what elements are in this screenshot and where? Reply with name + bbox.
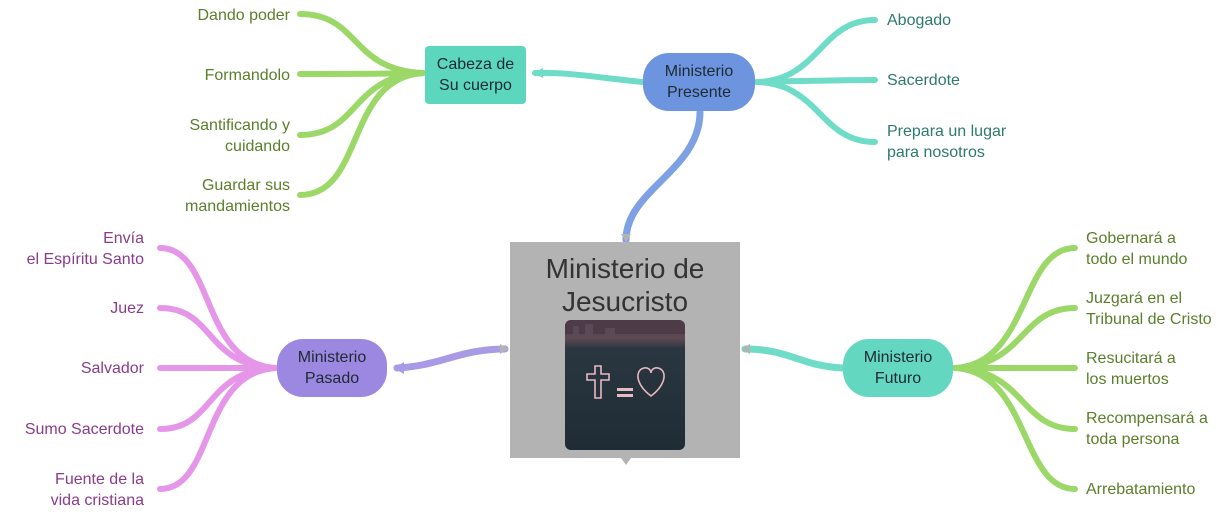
leaf-envia-espiritu[interactable]: Envía el Espíritu Santo (26, 230, 144, 268)
branch-fuente (157, 365, 279, 492)
leaf-formandolo[interactable]: Formandolo (204, 67, 290, 84)
connector-presente-cabeza (532, 69, 646, 85)
leaf-juez[interactable]: Juez (110, 300, 144, 317)
connector-center-pasado (393, 345, 509, 372)
leaf-dando-poder[interactable]: Dando poder (197, 7, 290, 24)
branch-arrebatamiento (952, 365, 1078, 492)
central-image-art (565, 320, 685, 399)
node-ministerio-pasado[interactable]: Ministerio Pasado (277, 339, 387, 397)
leaf-juzgara[interactable]: Juzgará en el Tribunal de Cristo (1086, 290, 1212, 328)
branch-prepara (754, 79, 878, 145)
leaf-sacerdote[interactable]: Sacerdote (887, 72, 960, 89)
leaf-guardar-mandamientos[interactable]: Guardar sus mandamientos (185, 177, 290, 215)
branch-guardar (297, 70, 426, 198)
arrow-pasado (394, 362, 404, 374)
branch-dando-poder (297, 11, 426, 76)
leaf-resucitara[interactable]: Resucitará a los muertos (1086, 350, 1176, 388)
branch-sumo (157, 365, 279, 432)
node-cabeza-de-su-cuerpo[interactable]: Cabeza de Su cuerpo (425, 46, 526, 104)
leaf-prepara-un-lugar[interactable]: Prepara un lugar para nosotros (887, 123, 1007, 161)
leaf-gobernara[interactable]: Gobernará a todo el mundo (1086, 230, 1188, 268)
cross-icon (586, 365, 610, 399)
image-building (605, 328, 615, 336)
central-bottom-arrow (621, 458, 631, 465)
leaf-salvador[interactable]: Salvador (80, 360, 144, 377)
leaf-recompensara[interactable]: Recompensará a toda persona (1086, 410, 1208, 448)
leaf-abogado[interactable]: Abogado (887, 12, 952, 29)
central-image (565, 320, 685, 450)
branch-abogado (754, 17, 878, 85)
leaf-sumo-sacerdote[interactable]: Sumo Sacerdote (24, 421, 144, 438)
connector-center-futuro (741, 345, 847, 372)
central-topic[interactable]: Ministerio de Jesucristo (510, 242, 740, 458)
arrow-center-right (741, 344, 750, 354)
image-building (573, 326, 579, 336)
node-ministerio-presente[interactable]: Ministerio Presente (643, 53, 755, 111)
image-sky (565, 320, 685, 334)
leaf-santificando[interactable]: Santificando y cuidando (189, 117, 290, 155)
leaf-arrebatamiento[interactable]: Arrebatamiento (1086, 481, 1196, 498)
arrow-center-left (500, 344, 509, 354)
leaf-fuente-vida[interactable]: Fuente de la vida cristiana (50, 471, 144, 509)
equals-icon (617, 388, 633, 397)
image-building (585, 324, 593, 336)
heart-icon (637, 367, 665, 398)
branch-juzgara (952, 305, 1078, 371)
node-ministerio-futuro[interactable]: Ministerio Futuro (843, 339, 953, 397)
arrow-center-top (621, 234, 631, 242)
connector-center-presente (622, 108, 704, 244)
branch-juez (157, 305, 279, 371)
central-title: Ministerio de Jesucristo (545, 253, 705, 317)
arrow-cabeza (533, 68, 543, 78)
